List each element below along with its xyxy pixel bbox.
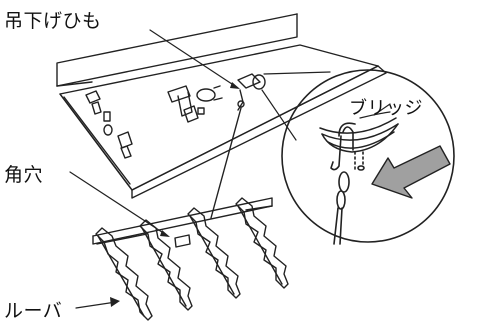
fixture-body (56, 13, 387, 199)
louver-blade-4 (235, 197, 289, 289)
louver-blade-3 (187, 207, 241, 299)
louver-blade-2 (139, 219, 193, 311)
hanging-wire (210, 107, 242, 219)
hook-chain-detail (330, 122, 365, 245)
leader-hanging-string (149, 29, 239, 89)
louver-blade-1 (95, 227, 153, 321)
callout-line-bottom (261, 89, 297, 141)
leader-louver (75, 301, 117, 309)
callout-line-top (263, 71, 331, 75)
label-louver: ルーバ (4, 300, 63, 322)
mounting-bracket-left (85, 90, 133, 159)
hanging-point (237, 73, 266, 111)
label-hanging-string: 吊下げひも (4, 10, 102, 32)
label-bridge: ブリッジ (349, 98, 423, 119)
mounting-bracket-center (167, 85, 223, 123)
insert-direction-arrow (371, 145, 451, 199)
label-square-hole: 角穴 (4, 164, 44, 186)
leader-square-hole (69, 171, 169, 237)
detail-zoom-circle (281, 69, 455, 243)
louver-bar (92, 197, 273, 248)
bridge-detail (319, 103, 399, 153)
